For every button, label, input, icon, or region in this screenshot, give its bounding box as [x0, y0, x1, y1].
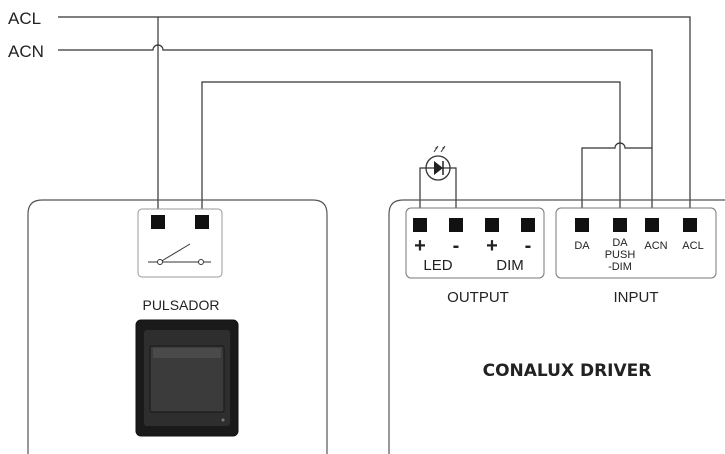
- led-label: LED: [423, 257, 452, 274]
- input-terminal-block: DA DA PUSH -DIM ACN ACL: [555, 207, 717, 279]
- switch-push-wire: [201, 81, 621, 220]
- output-terminal-1: [413, 218, 427, 232]
- led-minus-sign: -: [453, 235, 460, 257]
- output-terminal-2: [449, 218, 463, 232]
- acl-terminal-label: ACL: [682, 240, 703, 252]
- output-terminal-4: [521, 218, 535, 232]
- switch-terminal-box: [137, 208, 223, 278]
- dim-minus-sign: -: [525, 235, 532, 257]
- dim-plus-sign: +: [486, 235, 498, 257]
- da-acn-wire: [581, 142, 652, 220]
- pulsador-label: PULSADOR: [142, 297, 219, 313]
- da-push-label-line1: DA: [612, 237, 628, 249]
- da-push-label-line2: PUSH: [605, 249, 636, 261]
- output-terminal-block: + - + - LED DIM: [405, 207, 545, 279]
- acn-wire: [58, 44, 653, 220]
- output-label: OUTPUT: [447, 289, 509, 306]
- da-push-label-line3: -DIM: [608, 261, 632, 273]
- led-icon: [425, 145, 451, 181]
- wires: [58, 16, 691, 220]
- acl-wire: [58, 16, 691, 220]
- input-terminal-da-push: [613, 218, 627, 232]
- dim-label: DIM: [496, 257, 524, 274]
- input-label: INPUT: [614, 289, 659, 306]
- switch-terminal-left: [151, 215, 165, 229]
- acn-line-label: ACN: [8, 42, 44, 61]
- da-label: DA: [574, 240, 590, 252]
- led-plus-sign: +: [414, 235, 426, 257]
- switch-terminal-right: [195, 215, 209, 229]
- input-terminal-da: [575, 218, 589, 232]
- led-plus-wire: [419, 167, 426, 220]
- driver-title: CONALUX DRIVER: [483, 361, 652, 381]
- switch-contact-icon: [148, 243, 211, 265]
- acn-terminal-label: ACN: [644, 240, 667, 252]
- input-terminal-acn: [645, 218, 659, 232]
- push-button-image: [135, 319, 239, 437]
- input-terminal-acl: [683, 218, 697, 232]
- led-minus-wire: [450, 167, 457, 220]
- switch-panel-frame: [27, 199, 328, 454]
- output-terminal-3: [485, 218, 499, 232]
- driver-panel-frame: [388, 199, 725, 454]
- acl-line-label: ACL: [8, 9, 41, 28]
